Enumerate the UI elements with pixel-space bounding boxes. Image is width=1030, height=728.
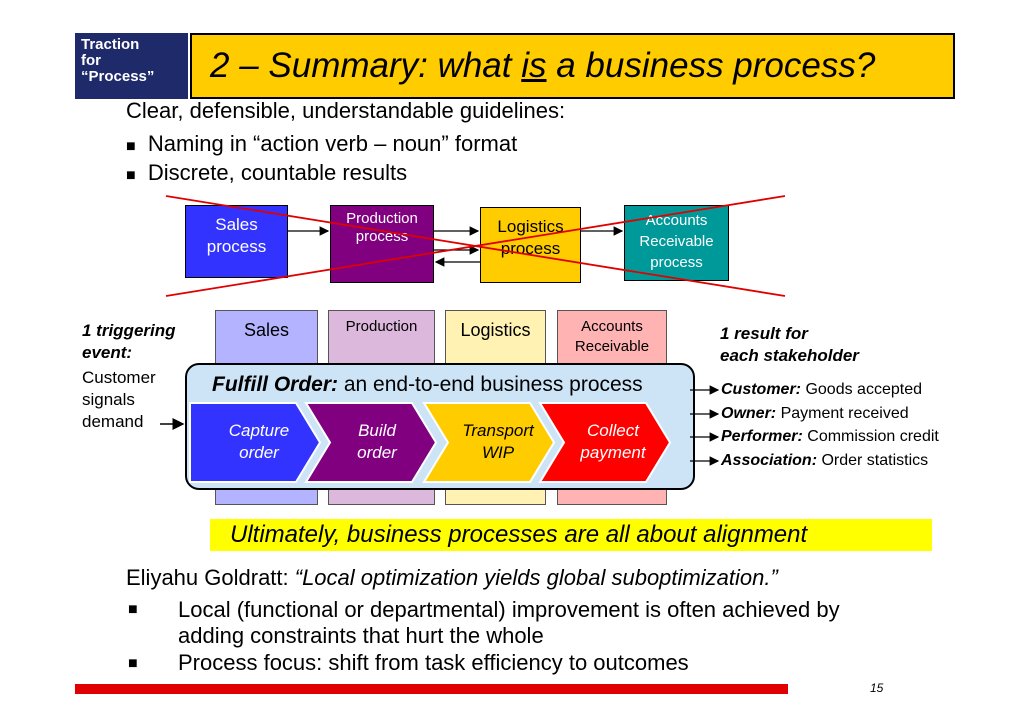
- goldratt-quote: Eliyahu Goldratt: “Local optimization yi…: [126, 565, 778, 591]
- footer-bar: [75, 684, 788, 694]
- brand-block: Traction for “Process”: [75, 33, 188, 99]
- step-line: WIP: [481, 443, 515, 462]
- result-role: Owner:: [721, 405, 777, 422]
- box-line: Logistics: [497, 217, 564, 236]
- results-heading-line: each stakeholder: [720, 346, 859, 365]
- result-value: Commission credit: [802, 428, 939, 445]
- bullet-icon: ■: [128, 655, 138, 672]
- step-line: order: [357, 443, 397, 462]
- title-part-2: a business process?: [546, 46, 876, 85]
- step-line: Collect: [587, 421, 639, 440]
- title-part-1: 2 – Summary: what: [210, 46, 522, 85]
- step-label: Collect payment: [567, 420, 659, 464]
- step-line: payment: [580, 443, 646, 462]
- chevron-group: [189, 402, 672, 483]
- page-title: 2 – Summary: what is a business process?: [210, 46, 875, 86]
- guideline-item: ■ Discrete, countable results: [126, 160, 407, 186]
- step-label: Build order: [332, 420, 422, 464]
- swimlane-label: Receivable: [574, 338, 650, 355]
- step-chevron: [189, 402, 322, 483]
- goldratt-item: Process focus: shift from task efficienc…: [178, 650, 689, 676]
- trigger-heading: 1 triggering event:: [82, 320, 176, 364]
- step-label: Capture order: [214, 420, 304, 464]
- crossed-process-box: Production process: [330, 205, 434, 283]
- guideline-text: Naming in “action verb – noun” format: [147, 131, 518, 156]
- goldratt-item: Local (functional or departmental) impro…: [178, 597, 840, 649]
- brand-line-1: Traction: [81, 36, 140, 53]
- brand-line-3: “Process”: [81, 68, 155, 85]
- results-heading-line: 1 result for: [720, 324, 808, 343]
- bullet-icon: ■: [128, 601, 138, 618]
- result-role: Performer:: [721, 428, 803, 445]
- result-role: Association:: [721, 452, 818, 469]
- box-line: Sales: [215, 215, 258, 234]
- step-line: order: [239, 443, 279, 462]
- step-chevron: [304, 402, 438, 483]
- step-line: Build: [358, 421, 396, 440]
- quote-text: “Local optimization yields global subopt…: [294, 565, 778, 590]
- swimlane-label: Production: [345, 318, 418, 335]
- fulfill-order-label: Fulfill Order:: [212, 373, 338, 396]
- guideline-item: ■ Naming in “action verb – noun” format: [126, 131, 517, 157]
- fulfill-order-desc: an end-to-end business process: [338, 373, 643, 396]
- trigger-event: Customer signals demand: [82, 367, 156, 433]
- crossed-process-box: Sales process: [185, 205, 288, 278]
- trigger-heading-line: 1 triggering: [82, 321, 176, 340]
- result-value: Goods accepted: [801, 381, 922, 398]
- step-line: Capture: [228, 421, 290, 440]
- step-chevron: [538, 402, 672, 483]
- title-bar: [190, 33, 955, 99]
- goldratt-item-line: adding constraints that hurt the whole: [178, 623, 544, 648]
- guidelines-heading: Clear, defensible, understandable guidel…: [126, 98, 566, 123]
- result-role: Customer:: [721, 381, 802, 398]
- title-emphasis: is: [521, 46, 547, 85]
- trigger-event-line: demand: [82, 412, 144, 431]
- box-line: process: [650, 254, 703, 271]
- fulfill-order-title: Fulfill Order: an end-to-end business pr…: [212, 373, 643, 397]
- result-item: Owner: Payment received: [721, 405, 909, 423]
- alignment-text: Ultimately, business processes are all a…: [230, 521, 808, 548]
- step-chevron: [422, 402, 556, 483]
- swimlane-label: Sales: [243, 320, 290, 340]
- bullet-icon: ■: [126, 167, 136, 184]
- quote-author: Eliyahu Goldratt:: [126, 565, 295, 590]
- result-value: Payment received: [776, 405, 909, 422]
- step-label: Transport WIP: [451, 420, 545, 464]
- crossed-process-box: Accounts Receivable process: [624, 205, 729, 281]
- box-line: Production: [346, 210, 418, 227]
- box-line: process: [206, 237, 267, 256]
- goldratt-item-line: Process focus: shift from task efficienc…: [178, 650, 689, 675]
- result-item: Customer: Goods accepted: [721, 381, 922, 399]
- box-line: Receivable: [639, 233, 714, 250]
- alignment-banner: [210, 519, 932, 551]
- trigger-heading-line: event:: [82, 343, 133, 362]
- trigger-event-line: Customer: [82, 368, 156, 387]
- step-line: Transport: [462, 421, 534, 440]
- result-item: Performer: Commission credit: [721, 428, 939, 446]
- trigger-event-line: signals: [82, 390, 135, 409]
- result-item: Association: Order statistics: [721, 452, 928, 470]
- swimlane-label: Accounts: [581, 318, 643, 335]
- guideline-text: Discrete, countable results: [147, 160, 408, 185]
- bullet-icon: ■: [126, 138, 136, 155]
- page-number: 15: [870, 681, 884, 695]
- results-heading: 1 result for each stakeholder: [720, 323, 859, 367]
- swimlane-label: Logistics: [460, 320, 531, 340]
- cross-out-line: [165, 195, 786, 297]
- result-value: Order statistics: [817, 452, 929, 469]
- brand-line-2: for: [81, 52, 101, 69]
- goldratt-item-line: Local (functional or departmental) impro…: [178, 597, 840, 622]
